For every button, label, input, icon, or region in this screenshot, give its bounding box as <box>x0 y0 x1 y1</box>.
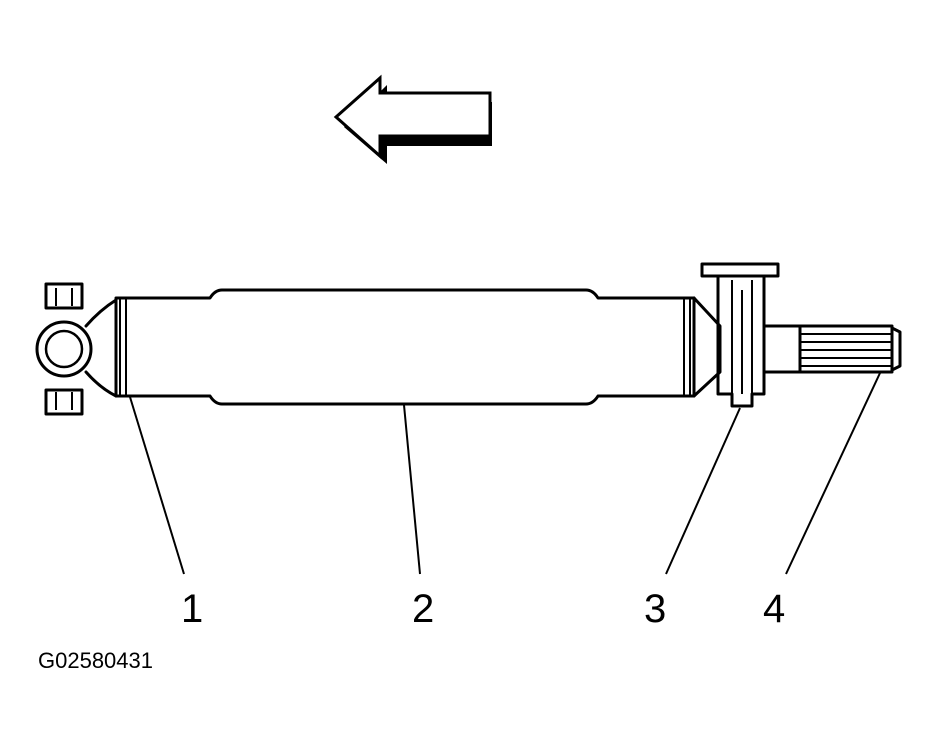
flange-top-plate <box>700 262 780 278</box>
arrow-left-icon <box>333 74 492 164</box>
spline-tip <box>890 326 902 372</box>
u-joint-inner-ring <box>44 329 84 369</box>
flange-body <box>716 274 766 408</box>
callout-3: 3 <box>644 587 666 631</box>
leader-line-1 <box>129 396 185 575</box>
callout-1: 1 <box>181 587 203 631</box>
u-joint-lower-ear <box>44 388 84 416</box>
universal-joint-icon <box>35 282 118 416</box>
flange-icon <box>700 262 780 408</box>
shaft-tube-outline <box>114 288 696 406</box>
leader-line-3 <box>665 407 741 575</box>
spline-neck <box>762 324 802 374</box>
callout-2: 2 <box>412 587 434 631</box>
callout-4: 4 <box>763 587 785 631</box>
leader-line-4 <box>785 372 881 575</box>
leader-line-2 <box>403 404 421 575</box>
arrow-body <box>333 74 492 160</box>
tube-taper <box>692 296 722 398</box>
figure-id: G02580431 <box>38 648 153 673</box>
splined-shaft-icon <box>762 324 902 374</box>
u-joint-yoke <box>84 298 118 398</box>
shaft-tube-icon <box>114 288 722 406</box>
leader-lines <box>129 372 881 575</box>
u-joint-upper-ear <box>44 282 84 310</box>
